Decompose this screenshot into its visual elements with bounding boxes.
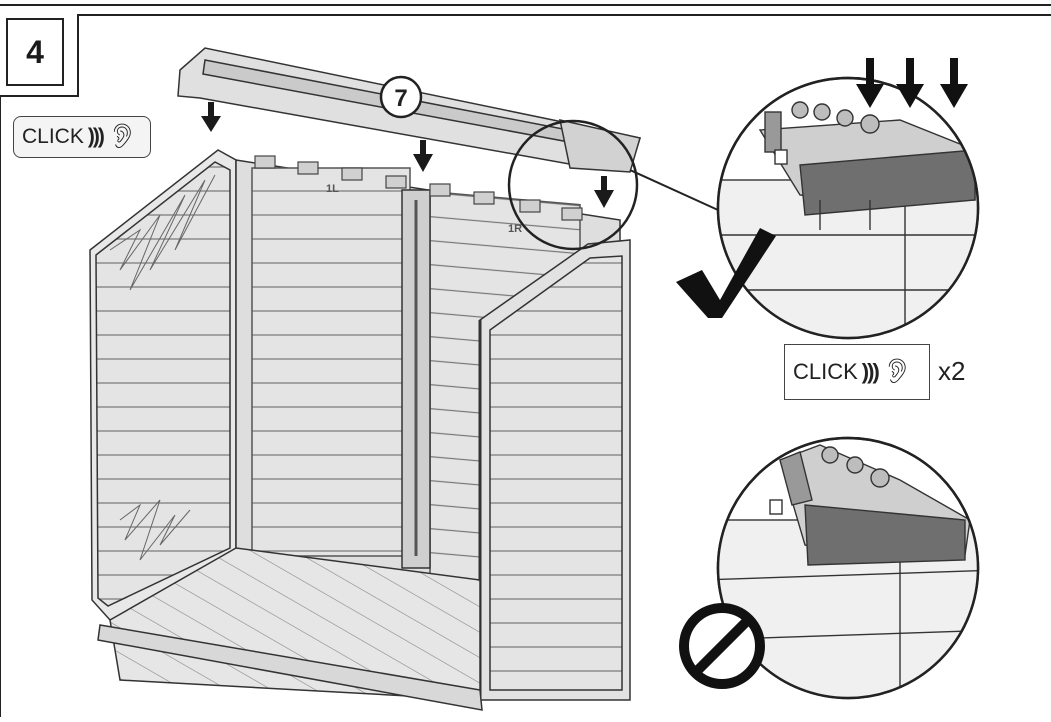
click-multiplier: x2	[938, 356, 966, 386]
page-frame	[0, 4, 1051, 717]
callout-circle	[507, 119, 719, 251]
down-arrows	[201, 102, 614, 208]
gable-lattice	[109, 174, 216, 561]
detail-correct	[716, 58, 980, 340]
check-mark-icon	[676, 228, 776, 318]
click-sound-tag-right: CLICK ))) 👂︎	[784, 344, 930, 400]
step-number-box: 4	[6, 18, 64, 86]
step-number: 4	[26, 33, 44, 70]
prohibited-icon	[679, 603, 765, 689]
sound-wave-icon: )))	[861, 359, 880, 384]
shed-illustration	[89, 149, 631, 711]
click-label: CLICK	[793, 359, 858, 384]
sound-wave-icon: )))	[87, 125, 105, 148]
sound-ear-icon: 👂︎	[106, 123, 138, 150]
front-sill	[97, 624, 483, 711]
back-wall-tabs	[254, 155, 583, 221]
part-number-badge: 7	[379, 75, 423, 119]
panel-label-left: 1L	[326, 183, 339, 195]
part-number: 7	[394, 85, 407, 112]
panel-label-right: 1R	[508, 223, 522, 235]
sound-ear-icon: 👂︎	[881, 358, 913, 385]
click-sound-tag-left: CLICK ))) 👂︎	[13, 116, 151, 158]
click-label: CLICK	[22, 125, 84, 148]
floor	[109, 547, 481, 701]
